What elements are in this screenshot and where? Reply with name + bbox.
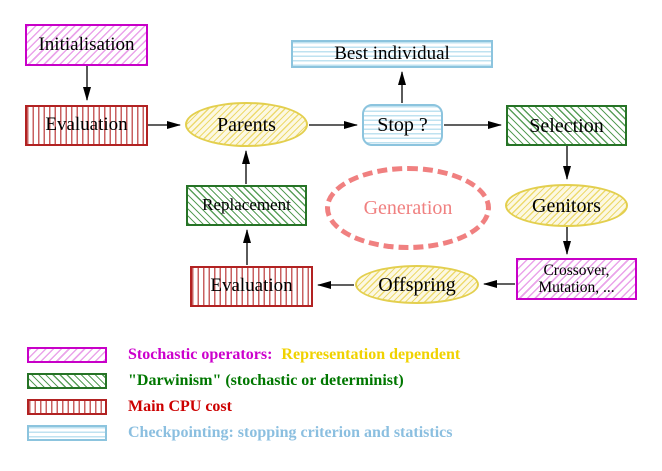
legend-row-stochastic-operators: Stochastic operators: Representation depe…: [27, 346, 460, 364]
legend-label-representation-dependent: Representation dependent: [281, 346, 461, 363]
node-best-individual: Best individual: [291, 40, 493, 68]
crossover-label-line1: Crossover,: [543, 261, 610, 279]
node-evaluation-bottom: Evaluation: [190, 266, 313, 307]
node-parents: Parents: [185, 102, 308, 147]
node-replacement: Replacement: [186, 185, 307, 226]
cyan-stripes-swatch: [27, 425, 107, 441]
node-evaluation-top: Evaluation: [25, 105, 148, 146]
node-selection: Selection: [506, 105, 627, 146]
legend-label-stochastic-operators: Stochastic operators:: [128, 346, 273, 363]
node-initialisation: Initialisation: [25, 24, 148, 66]
node-offspring: Offspring: [355, 265, 479, 304]
legend-row-darwinism: "Darwinism" (stochastic or determinist): [27, 372, 404, 390]
node-stop-condition: Stop ?: [362, 104, 443, 146]
legend-label-cpu-cost: Main CPU cost: [128, 398, 232, 415]
legend-row-checkpointing: Checkpointing: stopping criterion and st…: [27, 424, 452, 442]
legend-label-checkpointing: Checkpointing: stopping criterion and st…: [128, 424, 453, 441]
node-crossover-mutation: Crossover, Mutation, ...: [516, 258, 637, 300]
red-stripes-swatch: [27, 399, 107, 415]
green-hatch-swatch: [27, 373, 107, 389]
legend-label-darwinism: "Darwinism" (stochastic or determinist): [128, 372, 404, 389]
magenta-hatch-swatch: [27, 347, 107, 363]
node-genitors: Genitors: [505, 184, 628, 227]
node-generation-loop: Generation: [325, 166, 491, 250]
legend-row-cpu-cost: Main CPU cost: [27, 398, 232, 416]
crossover-label-line2: Mutation, ...: [538, 279, 615, 296]
